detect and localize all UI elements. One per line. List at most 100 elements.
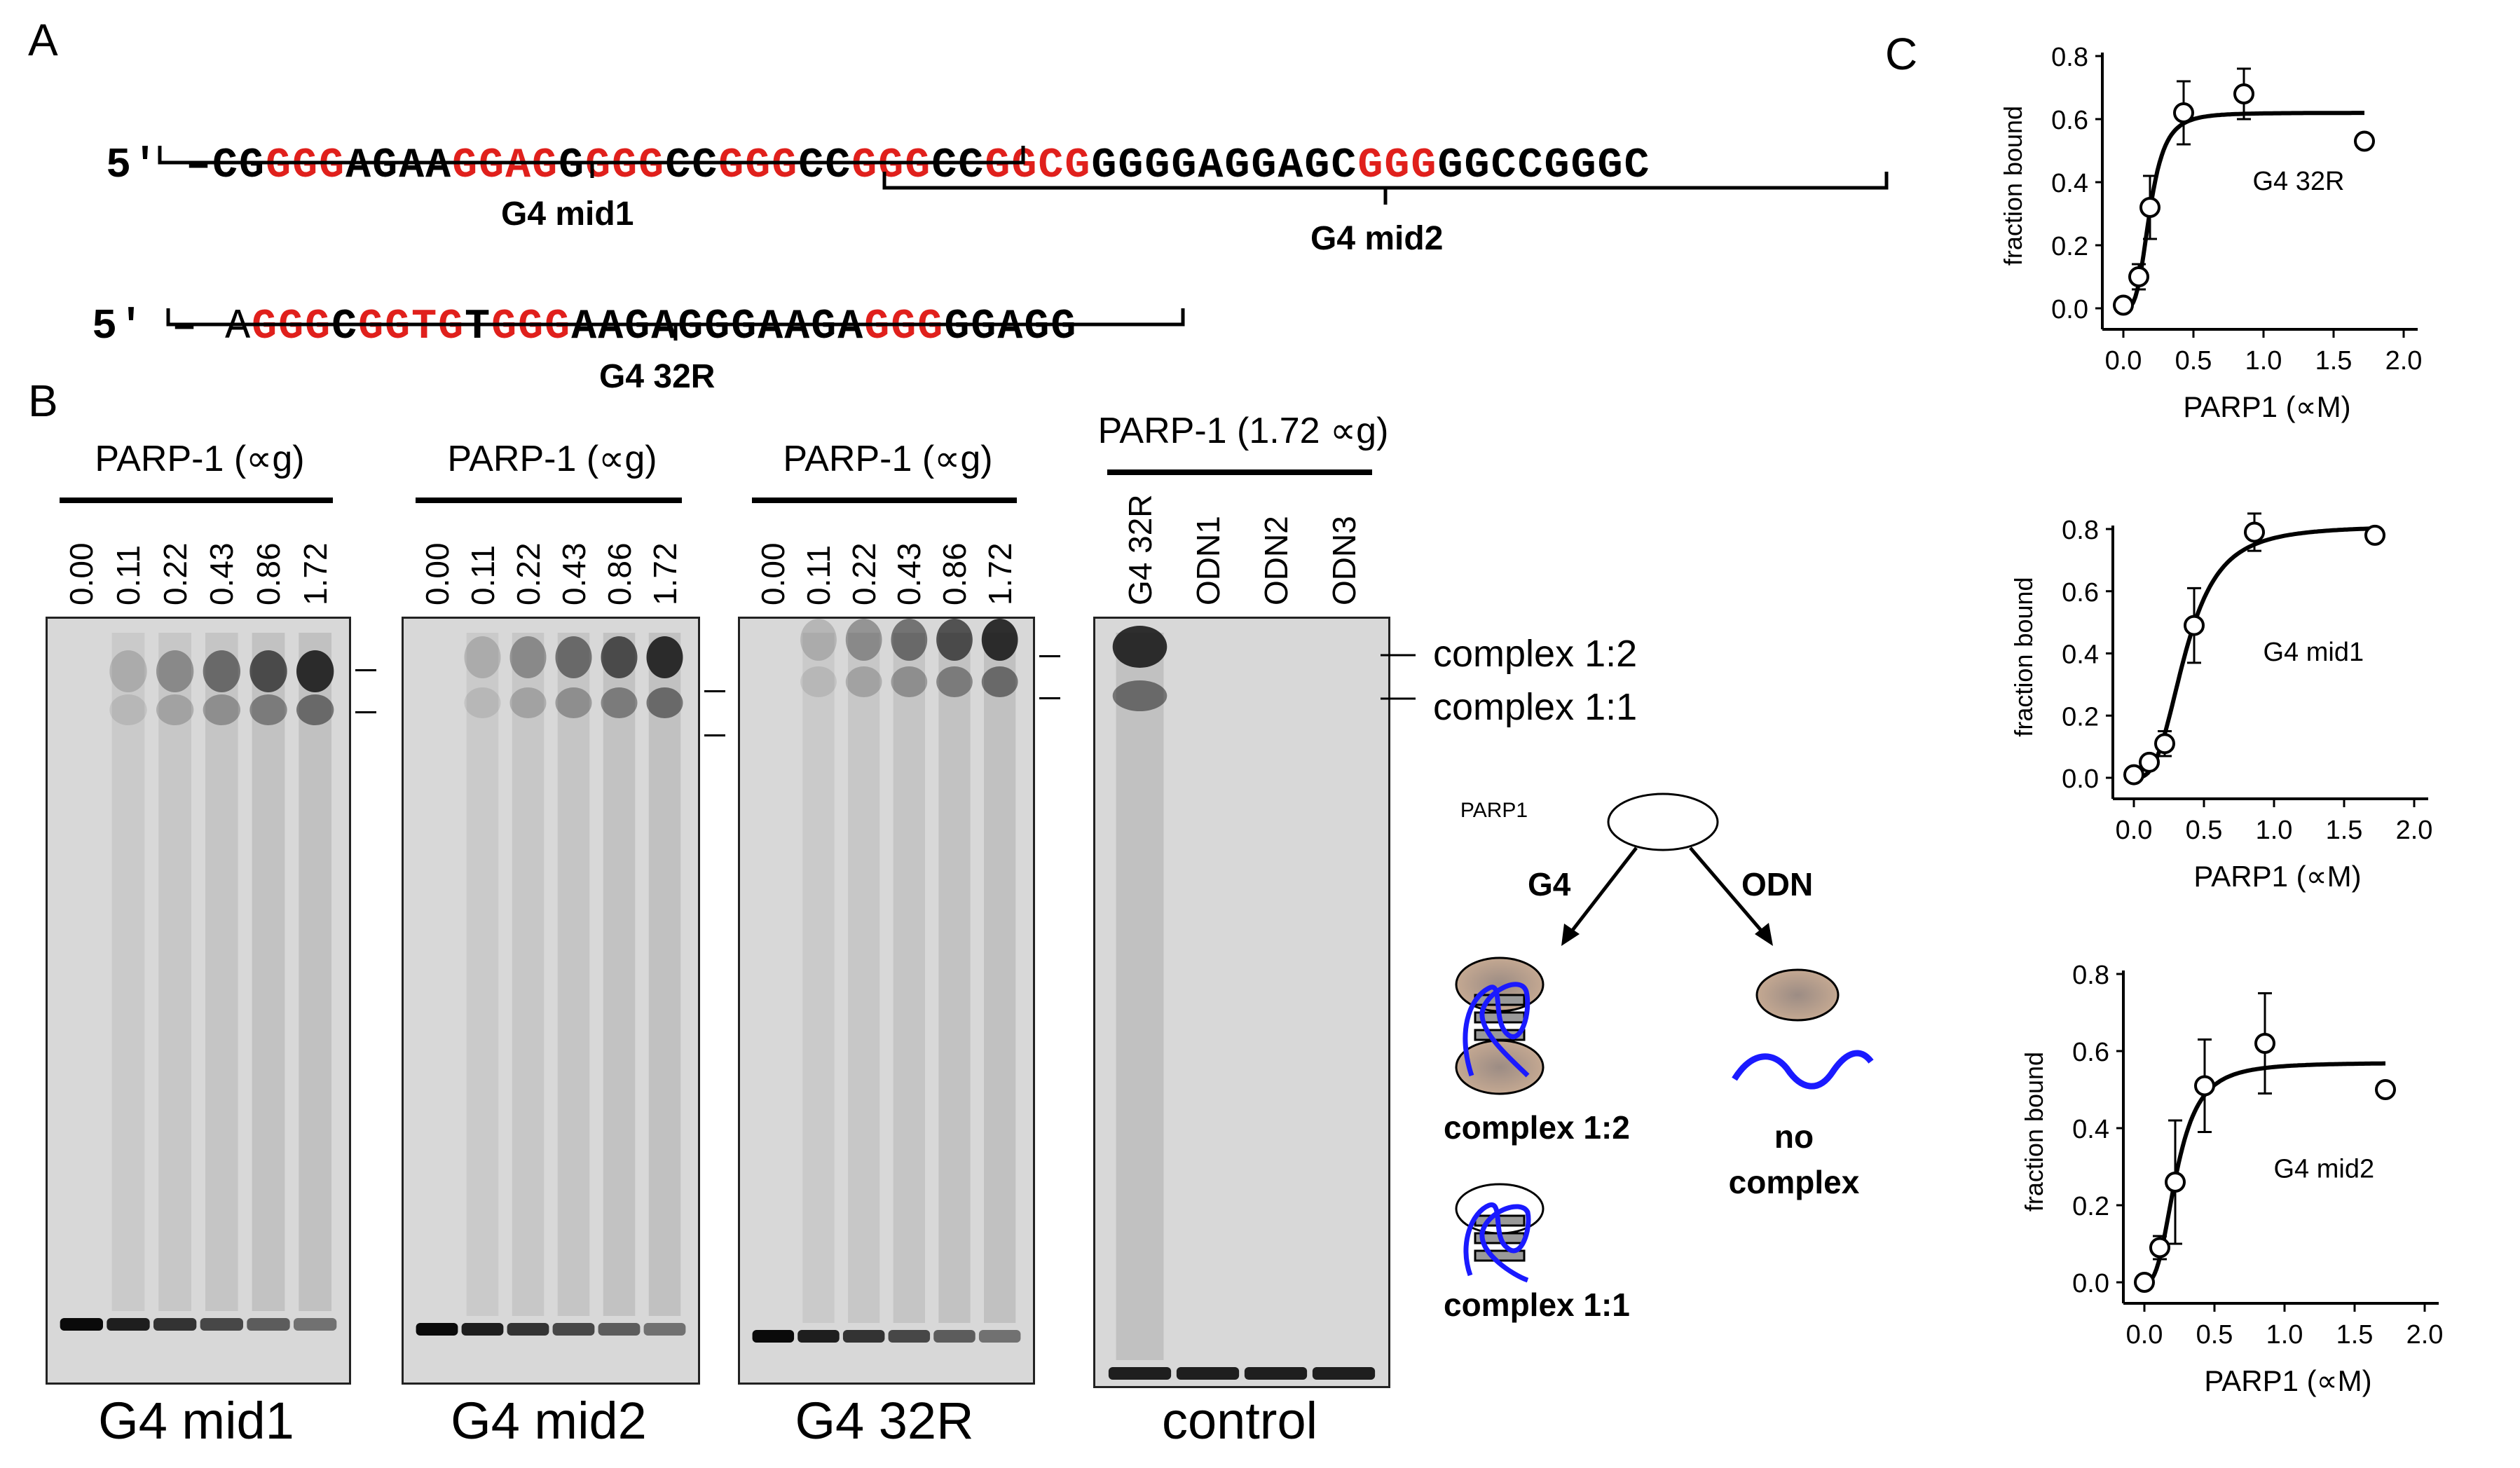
sequence-segment: GGG — [252, 303, 332, 351]
gel-header-bar — [60, 498, 333, 503]
gel-name: G4 mid2 — [451, 1392, 647, 1450]
data-point — [2113, 294, 2134, 316]
lane-label: 0.22 — [509, 542, 547, 605]
band-marker — [355, 711, 376, 713]
chart-title: G4 mid2 — [2274, 1154, 2375, 1184]
sequence-segment: AGAA — [345, 142, 453, 190]
data-point — [2123, 764, 2144, 786]
data-point — [2254, 1033, 2275, 1054]
sequence-segment: GGAG — [452, 142, 559, 190]
data-point — [2154, 733, 2175, 755]
sequence-segment: GGAGG — [944, 303, 1078, 351]
x-tick-label: 0.5 — [2196, 1320, 2233, 1350]
gel-header-bar — [416, 498, 682, 503]
y-tick-label: 0.0 — [2051, 295, 2088, 324]
data-point — [2184, 615, 2205, 636]
lane-label: 0.11 — [464, 544, 501, 605]
complex-1-2-icon — [1455, 956, 1545, 1095]
x-tick-label: 2.0 — [2406, 1320, 2444, 1350]
sequence-segment: G — [559, 142, 586, 190]
x-tick-label: 1.5 — [2336, 1320, 2374, 1350]
lane-label: 0.43 — [203, 542, 240, 605]
x-tick-label: 1.5 — [2326, 816, 2363, 845]
sequence-segment: GGG — [1357, 142, 1438, 190]
bracket-g4mid1 — [158, 146, 1025, 165]
lane-label: 0.00 — [63, 542, 100, 605]
data-point — [2354, 130, 2375, 152]
sequence-segment: CC — [798, 142, 852, 190]
gel-name: control — [1161, 1392, 1318, 1450]
bracket-g432r — [166, 308, 1185, 327]
y-tick-label: 0.8 — [2062, 516, 2099, 545]
sequence-segment: CG — [212, 142, 266, 190]
sequence-2-prefix: 5′ – — [92, 303, 199, 351]
data-point — [2134, 1272, 2155, 1293]
x-tick-label: 0.0 — [2126, 1320, 2163, 1350]
sequence-segment: GGG — [851, 142, 932, 190]
complex-1-1-icon — [1455, 1183, 1545, 1283]
sequence-segment: C — [331, 303, 359, 351]
x-tick-label: 1.0 — [2245, 346, 2282, 376]
lane-label: 0.86 — [601, 542, 638, 605]
lane-label: 0.43 — [891, 542, 928, 605]
diagram-parp1-label: PARP1 — [1460, 799, 1528, 822]
sequence-segment: GGG — [585, 142, 666, 190]
data-point — [2194, 1075, 2215, 1097]
x-axis-label: PARP1 (∝M) — [2193, 860, 2361, 893]
sequence-2-bases: AGGGCGGTGTGGGAAGAGGGAAGAGGGGGAGG — [225, 303, 1077, 351]
sequence-segment: AAGAGGGAAGA — [571, 303, 865, 351]
x-tick-label: 1.0 — [2256, 816, 2293, 845]
y-tick-label: 0.0 — [2062, 764, 2099, 794]
y-axis-label: fraction bound — [2009, 577, 2038, 736]
lane-label: 1.72 — [646, 542, 683, 605]
gel-header: PARP-1 (1.72 ∝g) — [1097, 411, 1389, 451]
diagram-no-label: no — [1774, 1118, 1814, 1155]
data-point — [2139, 751, 2160, 773]
panel-label-c: C — [1885, 29, 1918, 79]
gel-image — [1093, 617, 1390, 1388]
y-tick-label: 0.2 — [2051, 232, 2088, 261]
binding-model-diagram — [1455, 793, 1874, 1283]
label-g432r: G4 32R — [599, 358, 715, 395]
band-marker — [1039, 697, 1060, 699]
data-point — [2233, 83, 2254, 104]
lane-label: ODN1 — [1189, 516, 1226, 605]
y-tick-label: 0.6 — [2072, 1038, 2109, 1067]
x-axis-label: PARP1 (∝M) — [2183, 390, 2350, 423]
x-tick-label: 1.5 — [2315, 346, 2353, 376]
sequence-1-prefix: 5′ – — [106, 142, 213, 190]
diagram-g4-label: G4 — [1528, 866, 1571, 903]
data-point — [2173, 102, 2194, 123]
diagram-odn-label: ODN — [1741, 866, 1814, 903]
x-tick-label: 1.0 — [2266, 1320, 2303, 1350]
lane-label: 0.22 — [845, 542, 882, 605]
lane-label: 0.00 — [755, 542, 792, 605]
chart-title: G4 mid1 — [2264, 638, 2364, 667]
gel-header-bar — [1107, 469, 1372, 475]
x-tick-label: 2.0 — [2396, 816, 2433, 845]
sequence-segment: GGGGAGGAGC — [1091, 142, 1358, 190]
diagram-complex-1-2-label: complex 1:2 — [1444, 1109, 1630, 1146]
x-tick-label: 0.0 — [2116, 816, 2153, 845]
diagram-complex-1-1-label: complex 1:1 — [1444, 1287, 1630, 1323]
y-tick-label: 0.2 — [2072, 1192, 2109, 1221]
gel-image — [402, 617, 700, 1385]
complex-1-1-label: complex 1:1 — [1433, 686, 1638, 728]
sequence-segment: T — [465, 303, 492, 351]
gel-name: G4 32R — [795, 1392, 974, 1450]
sequence-1-bases: CGGGGAGAAGGAGGGGGCCGGGCCGGGCCGGCGGGGGAGG… — [212, 142, 1650, 190]
panel-label-a: A — [28, 15, 58, 65]
lane-label: ODN3 — [1325, 516, 1362, 605]
y-tick-label: 0.6 — [2062, 578, 2099, 608]
gel-image — [738, 617, 1035, 1385]
gel-header: PARP-1 (∝g) — [447, 439, 657, 479]
sequence-segment: GGG — [864, 303, 945, 351]
band-marker — [355, 669, 376, 671]
lane-label: G4 32R — [1121, 494, 1158, 605]
sequence-segment: GGCG — [985, 142, 1092, 190]
x-tick-label: 0.5 — [2175, 346, 2212, 376]
gel-header: PARP-1 (∝g) — [783, 439, 993, 479]
y-axis-label: fraction bound — [1999, 106, 2027, 266]
